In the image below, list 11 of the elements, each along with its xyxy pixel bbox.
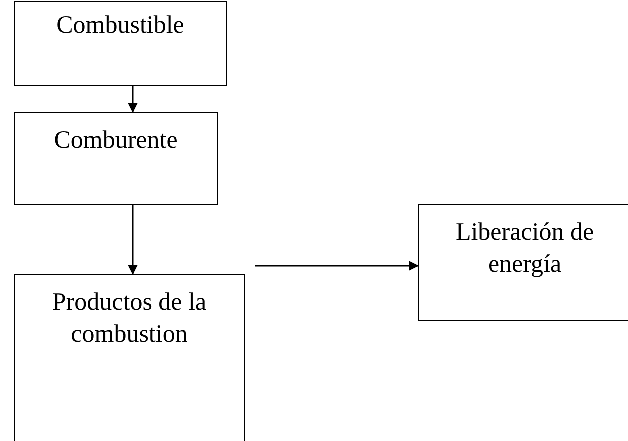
box-label: Liberación de energía — [454, 218, 596, 280]
process-box — [14, 112, 218, 205]
box-label: Productos de la combustion — [51, 288, 208, 350]
process-box — [418, 204, 628, 321]
arrow — [128, 86, 138, 113]
arrow — [128, 205, 138, 275]
arrow — [255, 261, 419, 271]
process-box — [14, 1, 227, 86]
box-label: Comburente — [54, 126, 178, 156]
box-label: Combustible — [56, 11, 184, 41]
process-box — [14, 274, 245, 441]
